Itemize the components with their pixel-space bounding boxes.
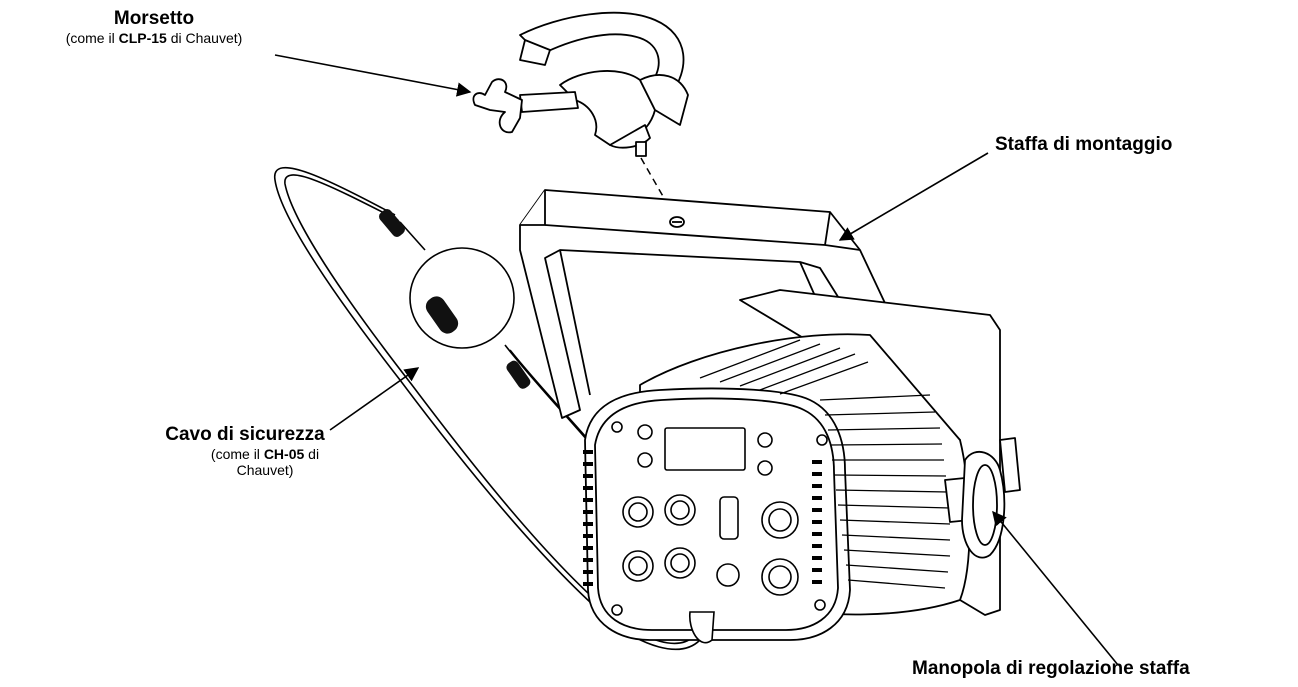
cable-sub-pre: (come il: [210, 445, 264, 462]
clamp-illustration: [472, 11, 689, 157]
bracket-label: Staffa di montaggio: [995, 134, 1173, 155]
front-vents: [583, 450, 822, 586]
cable-ferrules: [379, 209, 531, 389]
arrow-clamp: [274, 54, 472, 97]
knob-label: Manopola di regolazione staffa: [912, 658, 1190, 679]
control-panel: [611, 421, 828, 644]
cable-label: Cavo di sicurezza (come il CH-05 di Chau…: [120, 424, 370, 478]
cable-label-subtitle-line2: Chauvet): [236, 461, 294, 478]
arrow-bracket: [838, 152, 989, 241]
callout-arrows: [274, 54, 1119, 666]
cable-label-subtitle: (come il CH-05 di: [120, 446, 370, 462]
clamp-label: Morsetto (come il CLP-15 di Chauvet): [4, 8, 304, 46]
clamp-label-subtitle: (come il CLP-15 di Chauvet): [4, 30, 304, 46]
arrow-knob: [992, 510, 1119, 666]
clamp-label-title: Morsetto: [113, 8, 195, 29]
bracket-knob-illustration: [944, 437, 1021, 559]
cooling-fins: [699, 339, 951, 589]
cable-sub-post: di: [304, 445, 320, 462]
cable-label-title: Cavo di sicurezza: [165, 424, 325, 445]
cable-sub-model: CH-05: [263, 445, 305, 462]
clamp-sub-post: di Chauvet): [166, 29, 243, 46]
arrow-cable: [329, 367, 420, 431]
clamp-sub-model: CLP-15: [118, 29, 167, 46]
clamp-sub-pre: (come il: [65, 29, 119, 46]
